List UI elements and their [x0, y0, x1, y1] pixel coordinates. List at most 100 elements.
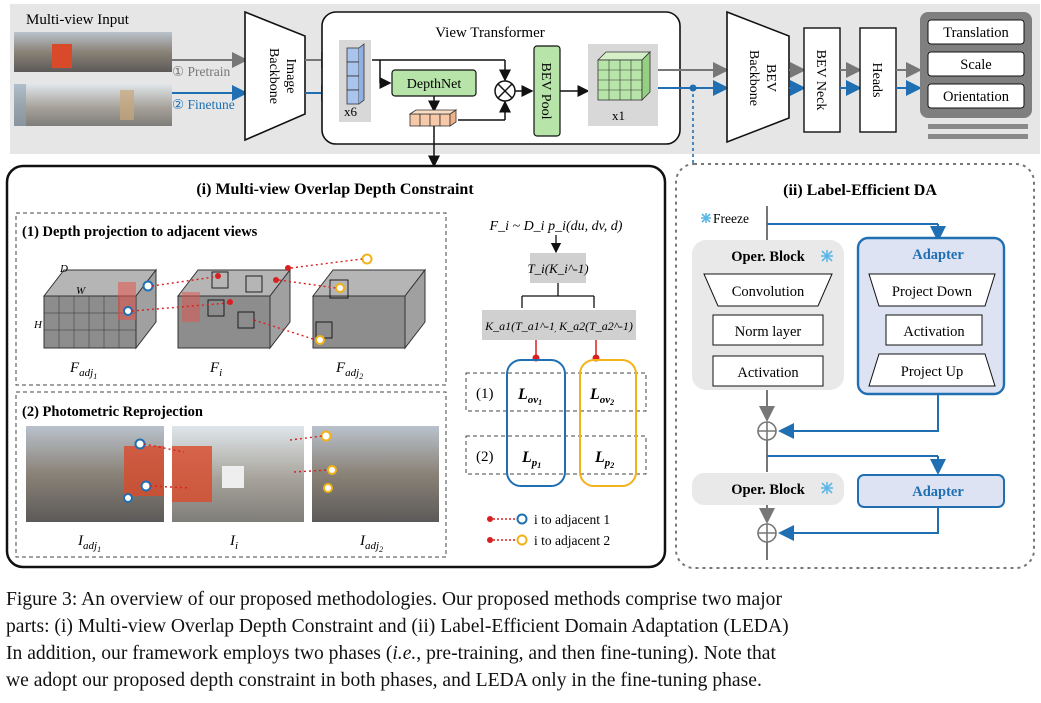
- freeze-label: Freeze: [713, 211, 749, 226]
- svg-text:Iadj2: Iadj2: [359, 533, 383, 554]
- plus-icon: [757, 523, 777, 543]
- k1-label: K_a1(T_a1^-1): [484, 319, 559, 333]
- svg-text:Fadj1: Fadj1: [69, 360, 97, 381]
- legend-adjacent-2: i to adjacent 2: [534, 533, 610, 548]
- photo-i: [172, 426, 304, 522]
- oper-block-title: Oper. Block: [731, 249, 806, 265]
- oper-block-compact-label: Oper. Block: [731, 482, 806, 498]
- svg-text:Lp1: Lp1: [521, 449, 541, 470]
- svg-text:Fi: Fi: [209, 360, 222, 379]
- bev-feature-cube: [588, 44, 658, 126]
- activation-label: Activation: [737, 365, 799, 381]
- snowflake-icon: [821, 482, 833, 494]
- project-down-label: Project Down: [892, 284, 973, 300]
- transform-box: [530, 253, 586, 283]
- svg-text:Lp2: Lp2: [594, 449, 614, 470]
- svg-text:Backbone: Backbone: [746, 50, 761, 106]
- finetune-label: ② Finetune: [172, 97, 235, 112]
- bev-backbone: BEV Backbone: [726, 10, 790, 144]
- panel-depth-constraint: [5, 164, 667, 569]
- svg-text:BEV: BEV: [763, 64, 778, 92]
- output-orientation-label: Orientation: [943, 89, 1010, 105]
- multiply-icon: [494, 80, 516, 102]
- feature-cube-adj2: [311, 253, 427, 350]
- feature-cube-i: [176, 265, 292, 350]
- output-translation-label: Translation: [943, 25, 1009, 41]
- legend-adjacent-1: i to adjacent 1: [534, 512, 610, 527]
- convolution-label: Convolution: [732, 284, 805, 300]
- subpanel-photometric: [15, 391, 447, 558]
- output-scale: [927, 51, 1025, 77]
- bev-neck-box: [803, 27, 841, 133]
- row-1-label: (1): [476, 386, 494, 402]
- loss-column-adj1: [506, 359, 566, 487]
- loss-row-1: [465, 372, 647, 412]
- adapter-activation-label: Activation: [903, 324, 965, 340]
- pretrain-label: ① Pretrain: [172, 64, 230, 79]
- output-translation: [927, 19, 1025, 45]
- cube-dim-h: H: [33, 319, 43, 331]
- panel-ii-title: (ii) Label-Efficient DA: [783, 182, 937, 199]
- loss-column-adj2: [579, 359, 637, 487]
- cube-dim-w: W: [76, 285, 86, 297]
- norm-layer-label: Norm layer: [735, 324, 802, 340]
- project-up-box: [868, 353, 996, 387]
- oper-block-compact: [692, 473, 844, 505]
- bev-neck-label: BEV Neck: [813, 50, 828, 111]
- project-down-box: [868, 273, 996, 307]
- adapter-compact: [857, 474, 1005, 508]
- caption-line-1: Figure 3: An overview of our proposed me…: [6, 589, 783, 610]
- svg-text:Image: Image: [283, 59, 298, 94]
- loss-row-2: [465, 435, 647, 475]
- subpanel-2-title: (2) Photometric Reprojection: [22, 404, 203, 420]
- cube-dim-d: D: [59, 263, 68, 275]
- photo-adj2: [312, 426, 439, 522]
- output-orientation: [927, 83, 1025, 109]
- image-labels: Iadj1 Ii Iadj2: [77, 533, 383, 554]
- project-up-label: Project Up: [901, 364, 963, 380]
- norm-layer-box: [712, 314, 824, 346]
- snowflake-icon: [701, 213, 711, 223]
- caption-line-4: we adopt our proposed depth constraint i…: [6, 670, 762, 691]
- overview-diagram: Multi-view Input ① Pretrain ② Finetune I…: [5, 4, 1040, 569]
- heads-box: [859, 27, 897, 133]
- formula-label: F_i ~ D_i p_i(du, dv, d): [489, 219, 623, 234]
- x1-label: x1: [612, 108, 625, 123]
- subpanel-1-title: (1) Depth projection to adjacent views: [22, 224, 258, 240]
- svg-text:Ii: Ii: [229, 533, 238, 552]
- depthnet-label: DepthNet: [407, 77, 462, 92]
- heads-label: Heads: [869, 63, 884, 98]
- panel-i-title: (i) Multi-view Overlap Depth Constraint: [196, 181, 474, 198]
- plus-icon: [757, 421, 777, 441]
- caption-line-3: In addition, our framework employs two p…: [6, 643, 776, 664]
- x6-label: x6: [344, 104, 358, 119]
- adapter-title: Adapter: [912, 247, 964, 263]
- feature-labels: Fadj1 Fi Fadj2: [69, 360, 363, 381]
- photo-adj1: [26, 426, 164, 522]
- svg-text:Backbone: Backbone: [266, 48, 281, 104]
- multiview-input-label: Multi-view Input: [26, 12, 130, 28]
- k1-box: [482, 310, 562, 340]
- output-scale-label: Scale: [960, 57, 991, 73]
- svg-text:Lov2: Lov2: [589, 386, 614, 407]
- loss-terms: Lov1 Lov2 Lp1 Lp2: [517, 386, 614, 470]
- bev-pool-label: BEV Pool: [538, 63, 553, 120]
- legend: i to adjacent 1 i to adjacent 2: [487, 512, 610, 548]
- transform-label: T_i(K_i^-1): [527, 261, 588, 276]
- adapter-compact-label: Adapter: [912, 484, 964, 500]
- convolution-box: [703, 273, 833, 307]
- snowflake-icon: [821, 250, 833, 262]
- k2-box: [556, 310, 636, 340]
- image-feature-stack: [339, 40, 371, 122]
- caption-line-2: parts: (i) Multi-view Overlap Depth Cons…: [6, 616, 789, 637]
- figure-caption: Figure 3: An overview of our proposed me…: [6, 586, 1036, 694]
- svg-text:Fadj2: Fadj2: [335, 360, 363, 381]
- image-backbone: Image Backbone: [244, 10, 306, 142]
- view-transformer-title: View Transformer: [435, 25, 545, 41]
- row-2-label: (2): [476, 449, 494, 465]
- k2-label: K_a2(T_a2^-1): [558, 319, 633, 333]
- adapter-activation-box: [885, 314, 983, 346]
- depth-distribution: [408, 109, 458, 127]
- svg-text:Lov1: Lov1: [517, 386, 542, 407]
- activation-box: [712, 355, 824, 387]
